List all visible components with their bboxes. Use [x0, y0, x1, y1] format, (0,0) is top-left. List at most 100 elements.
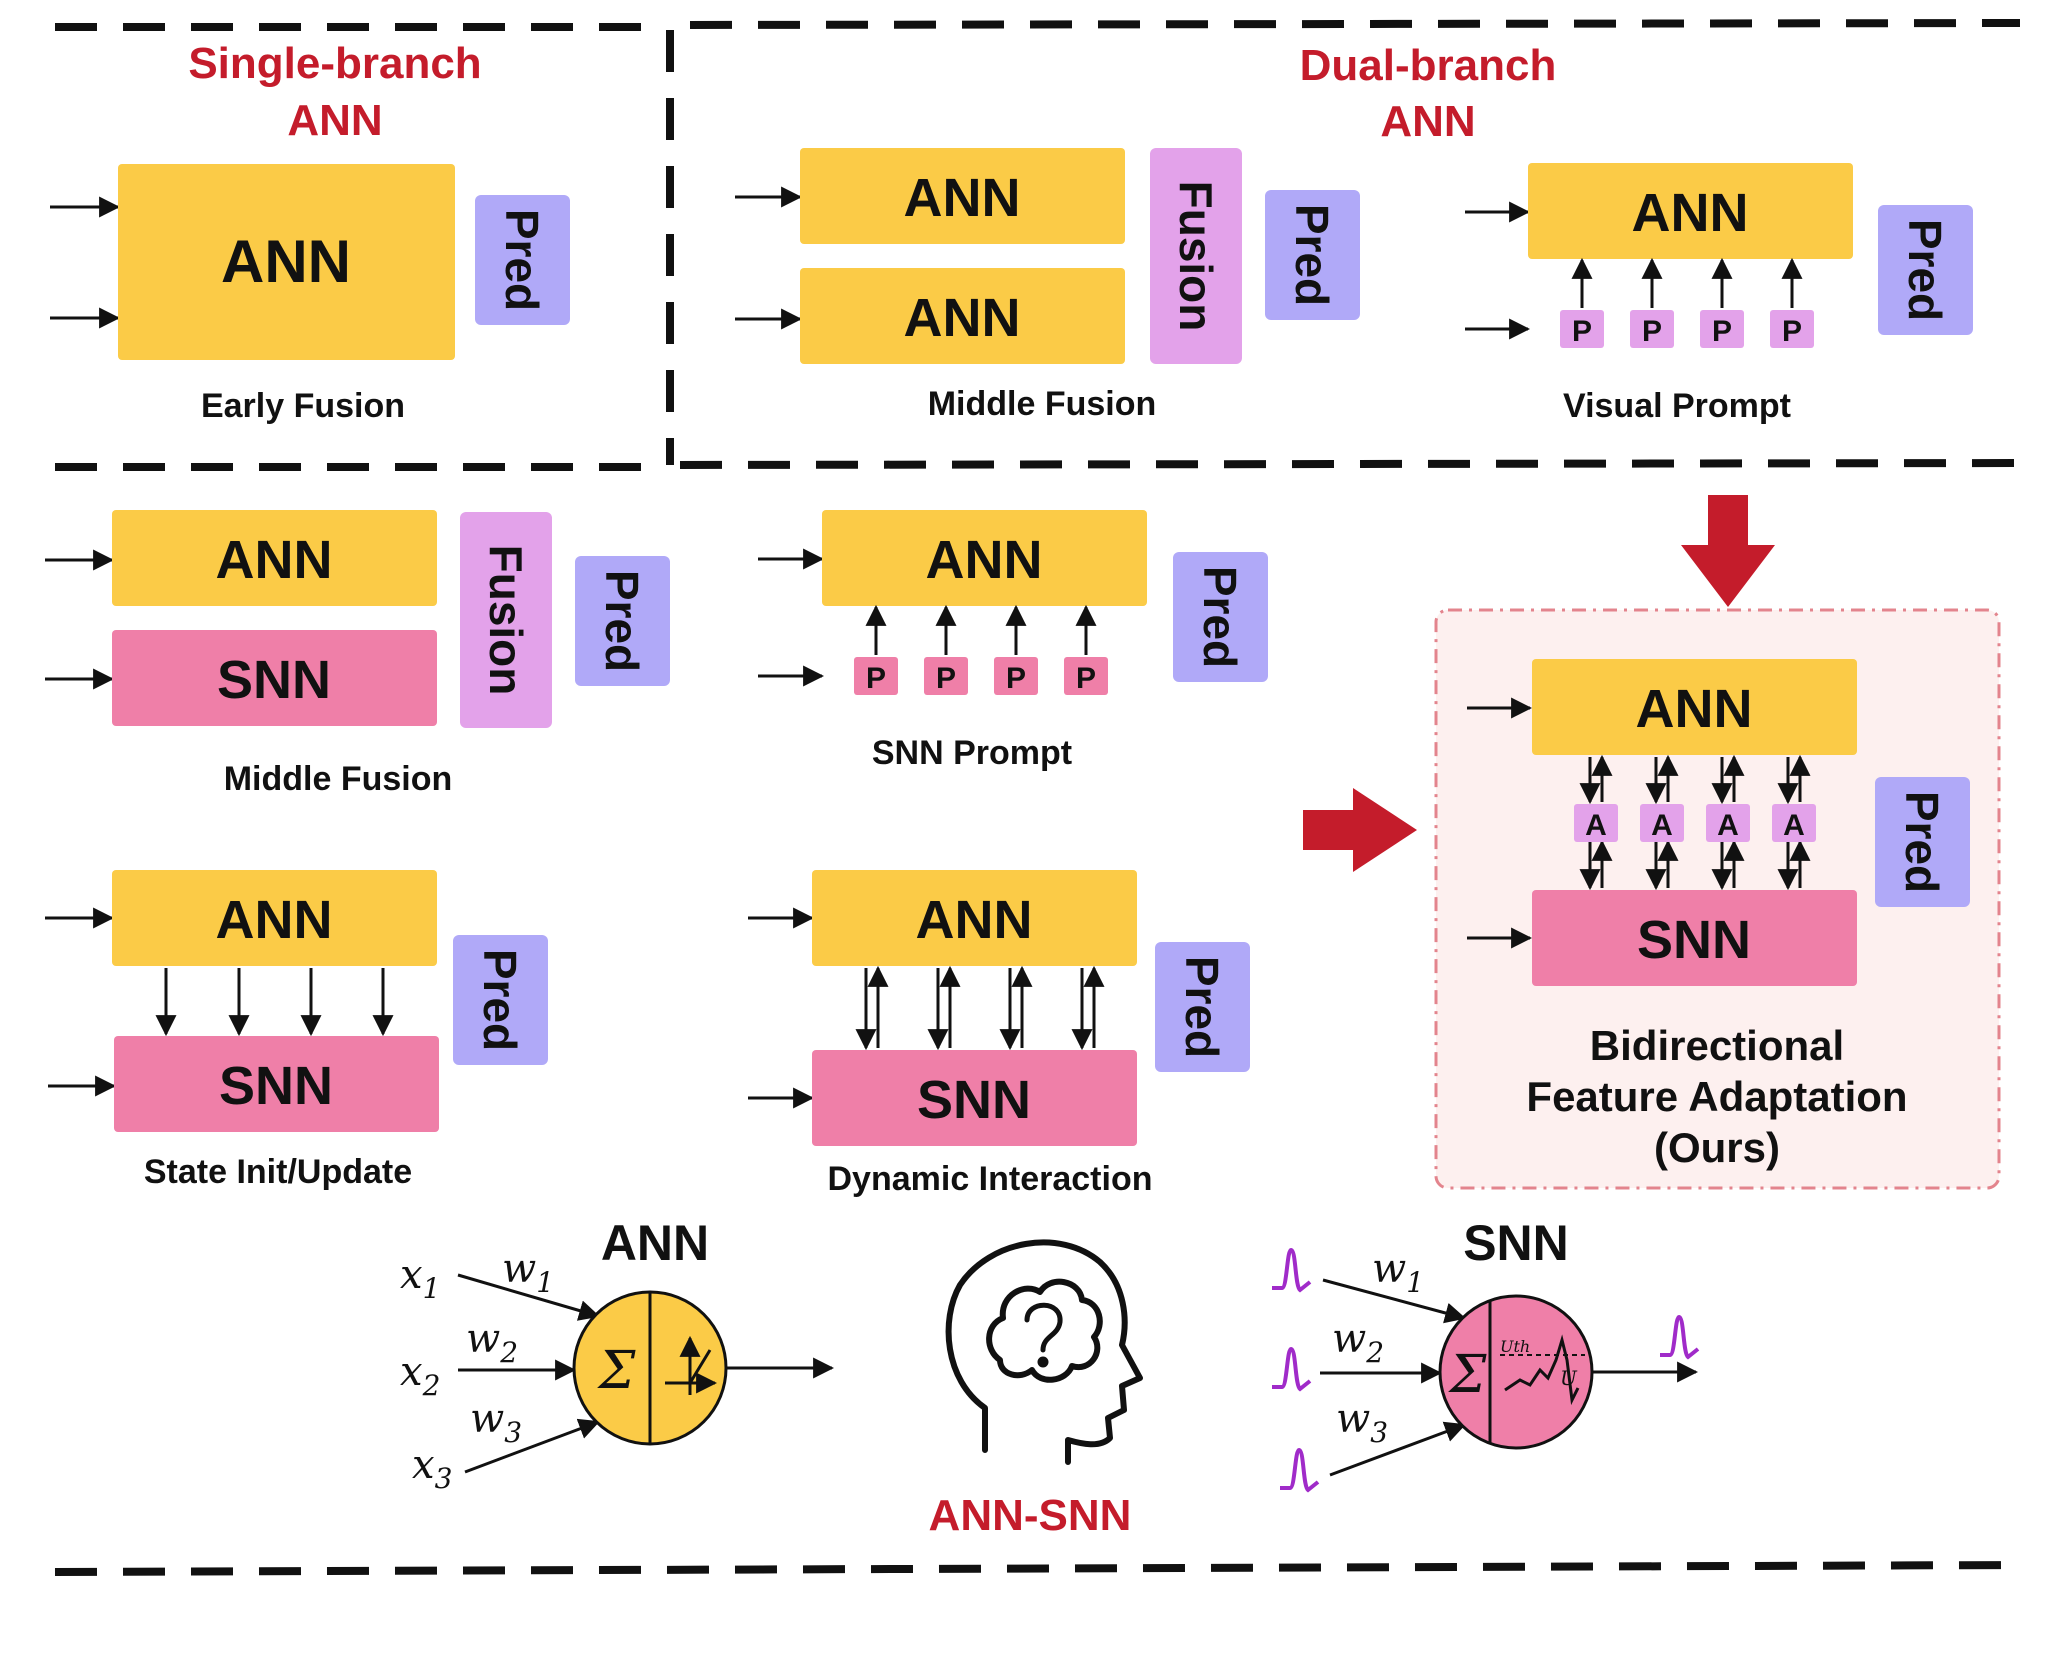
svg-text:SNN: SNN — [217, 650, 331, 710]
svg-text:Bidirectional: Bidirectional — [1590, 1022, 1844, 1069]
svg-text:A: A — [1717, 809, 1739, 842]
spike-output-icon — [1660, 1314, 1700, 1360]
svg-text:x1: x1 — [400, 1252, 440, 1305]
svg-text:SNN: SNN — [219, 1056, 333, 1116]
svg-text:w1: w1 — [1372, 1246, 1424, 1299]
early-fusion-diagram: ANN Pred Early Fusion — [50, 164, 570, 425]
svg-text:ANN: ANN — [1632, 183, 1749, 243]
fusion-block — [1150, 148, 1242, 364]
svg-text:State Init/Update: State Init/Update — [144, 1153, 412, 1191]
svg-text:Dynamic Interaction: Dynamic Interaction — [828, 1160, 1153, 1198]
svg-text:ANN: ANN — [287, 96, 382, 145]
ann-block — [800, 268, 1125, 364]
svg-text:Early Fusion: Early Fusion — [201, 387, 405, 425]
ours-diagram: ANN SNN A — [1434, 608, 2001, 1190]
svg-text:SNN: SNN — [917, 1070, 1031, 1130]
ann-block — [812, 870, 1137, 966]
svg-text:P: P — [866, 662, 886, 695]
single-branch-heading: Single-branch ANN — [188, 39, 481, 145]
top-middle-fusion-diagram: ANN ANN Fusion Pred Middle Fusion — [735, 148, 1360, 423]
svg-text:Dual-branch: Dual-branch — [1300, 41, 1557, 90]
svg-text:Pred: Pred — [474, 949, 526, 1051]
ann-snn-middle-fusion-diagram: ANN SNN Fusion Pred Middle Fusion — [45, 510, 670, 798]
svg-text:ANN: ANN — [601, 1215, 709, 1271]
svg-text:P: P — [1782, 315, 1802, 348]
svg-text:Σ: Σ — [597, 1341, 636, 1401]
ann-block — [112, 510, 437, 606]
prompt-tokens: P P P P — [1560, 257, 1814, 348]
svg-text:ANN: ANN — [904, 288, 1021, 348]
section-dividers — [54, 19, 2021, 1576]
svg-text:Middle Fusion: Middle Fusion — [928, 385, 1157, 423]
svg-text:ANN: ANN — [916, 890, 1033, 950]
red-arrow-right — [1303, 788, 1417, 872]
spike-input-icon — [1272, 1247, 1320, 1493]
svg-text:A: A — [1783, 809, 1805, 842]
svg-text:P: P — [1572, 315, 1592, 348]
svg-text:A: A — [1585, 809, 1607, 842]
svg-text:Single-branch: Single-branch — [188, 39, 481, 88]
snn-block — [112, 630, 437, 726]
svg-text:SNN: SNN — [1637, 910, 1751, 970]
pred-block — [1875, 777, 1970, 907]
svg-text:P: P — [1712, 315, 1732, 348]
svg-text:x2: x2 — [400, 1349, 440, 1402]
svg-text:SNN Prompt: SNN Prompt — [872, 734, 1072, 772]
svg-text:ANN: ANN — [216, 530, 333, 590]
svg-text:Pred: Pred — [1176, 956, 1228, 1058]
dynamic-interaction-diagram: ANN SNN Pred Dynamic Interaction — [748, 870, 1250, 1198]
svg-text:ANN: ANN — [1636, 679, 1753, 739]
snn-block — [1532, 890, 1857, 986]
pred-block — [1878, 205, 1973, 335]
adapter-tokens: A A A A — [1574, 754, 1816, 891]
ann-block — [1532, 659, 1857, 755]
svg-text:ANN: ANN — [221, 228, 351, 295]
state-init-update-diagram: ANN SNN Pred State Init/Update — [45, 870, 548, 1191]
svg-text:P: P — [1006, 662, 1026, 695]
svg-text:(Ours): (Ours) — [1654, 1124, 1780, 1171]
svg-text:Pred: Pred — [496, 209, 548, 311]
pred-block — [1155, 942, 1250, 1072]
svg-text:U: U — [1560, 1366, 1578, 1390]
svg-text:w2: w2 — [466, 1316, 518, 1369]
fusion-block — [460, 512, 552, 728]
snn-block — [114, 1036, 439, 1132]
pred-block — [1173, 552, 1268, 682]
dual-branch-heading: Dual-branch ANN — [1300, 41, 1557, 146]
svg-text:ANN: ANN — [904, 168, 1021, 228]
pred-block — [1265, 190, 1360, 320]
ann-block — [822, 510, 1147, 606]
svg-text:Pred: Pred — [1194, 566, 1246, 668]
svg-text:Σ: Σ — [1448, 1345, 1487, 1405]
svg-text:w3: w3 — [470, 1396, 522, 1449]
svg-text:Uth: Uth — [1500, 1337, 1530, 1356]
svg-text:w2: w2 — [1332, 1316, 1384, 1369]
svg-text:Visual Prompt: Visual Prompt — [1563, 387, 1791, 425]
visual-prompt-diagram: ANN P P P P Pred Visual Prompt — [1465, 163, 1973, 425]
membrane-potential-trace — [1504, 1334, 1580, 1406]
ann-snn-label: ANN-SNN — [929, 1491, 1132, 1540]
svg-text:w3: w3 — [1336, 1396, 1388, 1449]
svg-text:SNN: SNN — [1463, 1215, 1569, 1271]
svg-text:P: P — [936, 662, 956, 695]
svg-text:Fusion: Fusion — [480, 545, 532, 696]
snn-prompt-tokens: P P P P — [854, 604, 1108, 695]
svg-text:ANN: ANN — [926, 530, 1043, 590]
red-arrow-down — [1681, 495, 1775, 607]
svg-text:Pred: Pred — [1896, 791, 1948, 893]
pred-block — [575, 556, 670, 686]
snn-block — [812, 1050, 1137, 1146]
svg-text:ANN: ANN — [1380, 97, 1475, 146]
ann-block — [118, 164, 455, 360]
svg-text:ANN: ANN — [216, 890, 333, 950]
svg-text:P: P — [1076, 662, 1096, 695]
svg-text:Feature Adaptation: Feature Adaptation — [1526, 1073, 1907, 1120]
ann-block — [1528, 163, 1853, 259]
svg-text:Pred: Pred — [1899, 219, 1951, 321]
snn-neuron: SNN w1 w2 w3 Σ Uth U — [1272, 1215, 1700, 1493]
relu-icon — [665, 1335, 718, 1395]
ann-block — [112, 870, 437, 966]
snn-prompt-diagram: ANN P P P P Pred SNN Prompt — [758, 510, 1268, 772]
pred-block — [475, 195, 570, 325]
